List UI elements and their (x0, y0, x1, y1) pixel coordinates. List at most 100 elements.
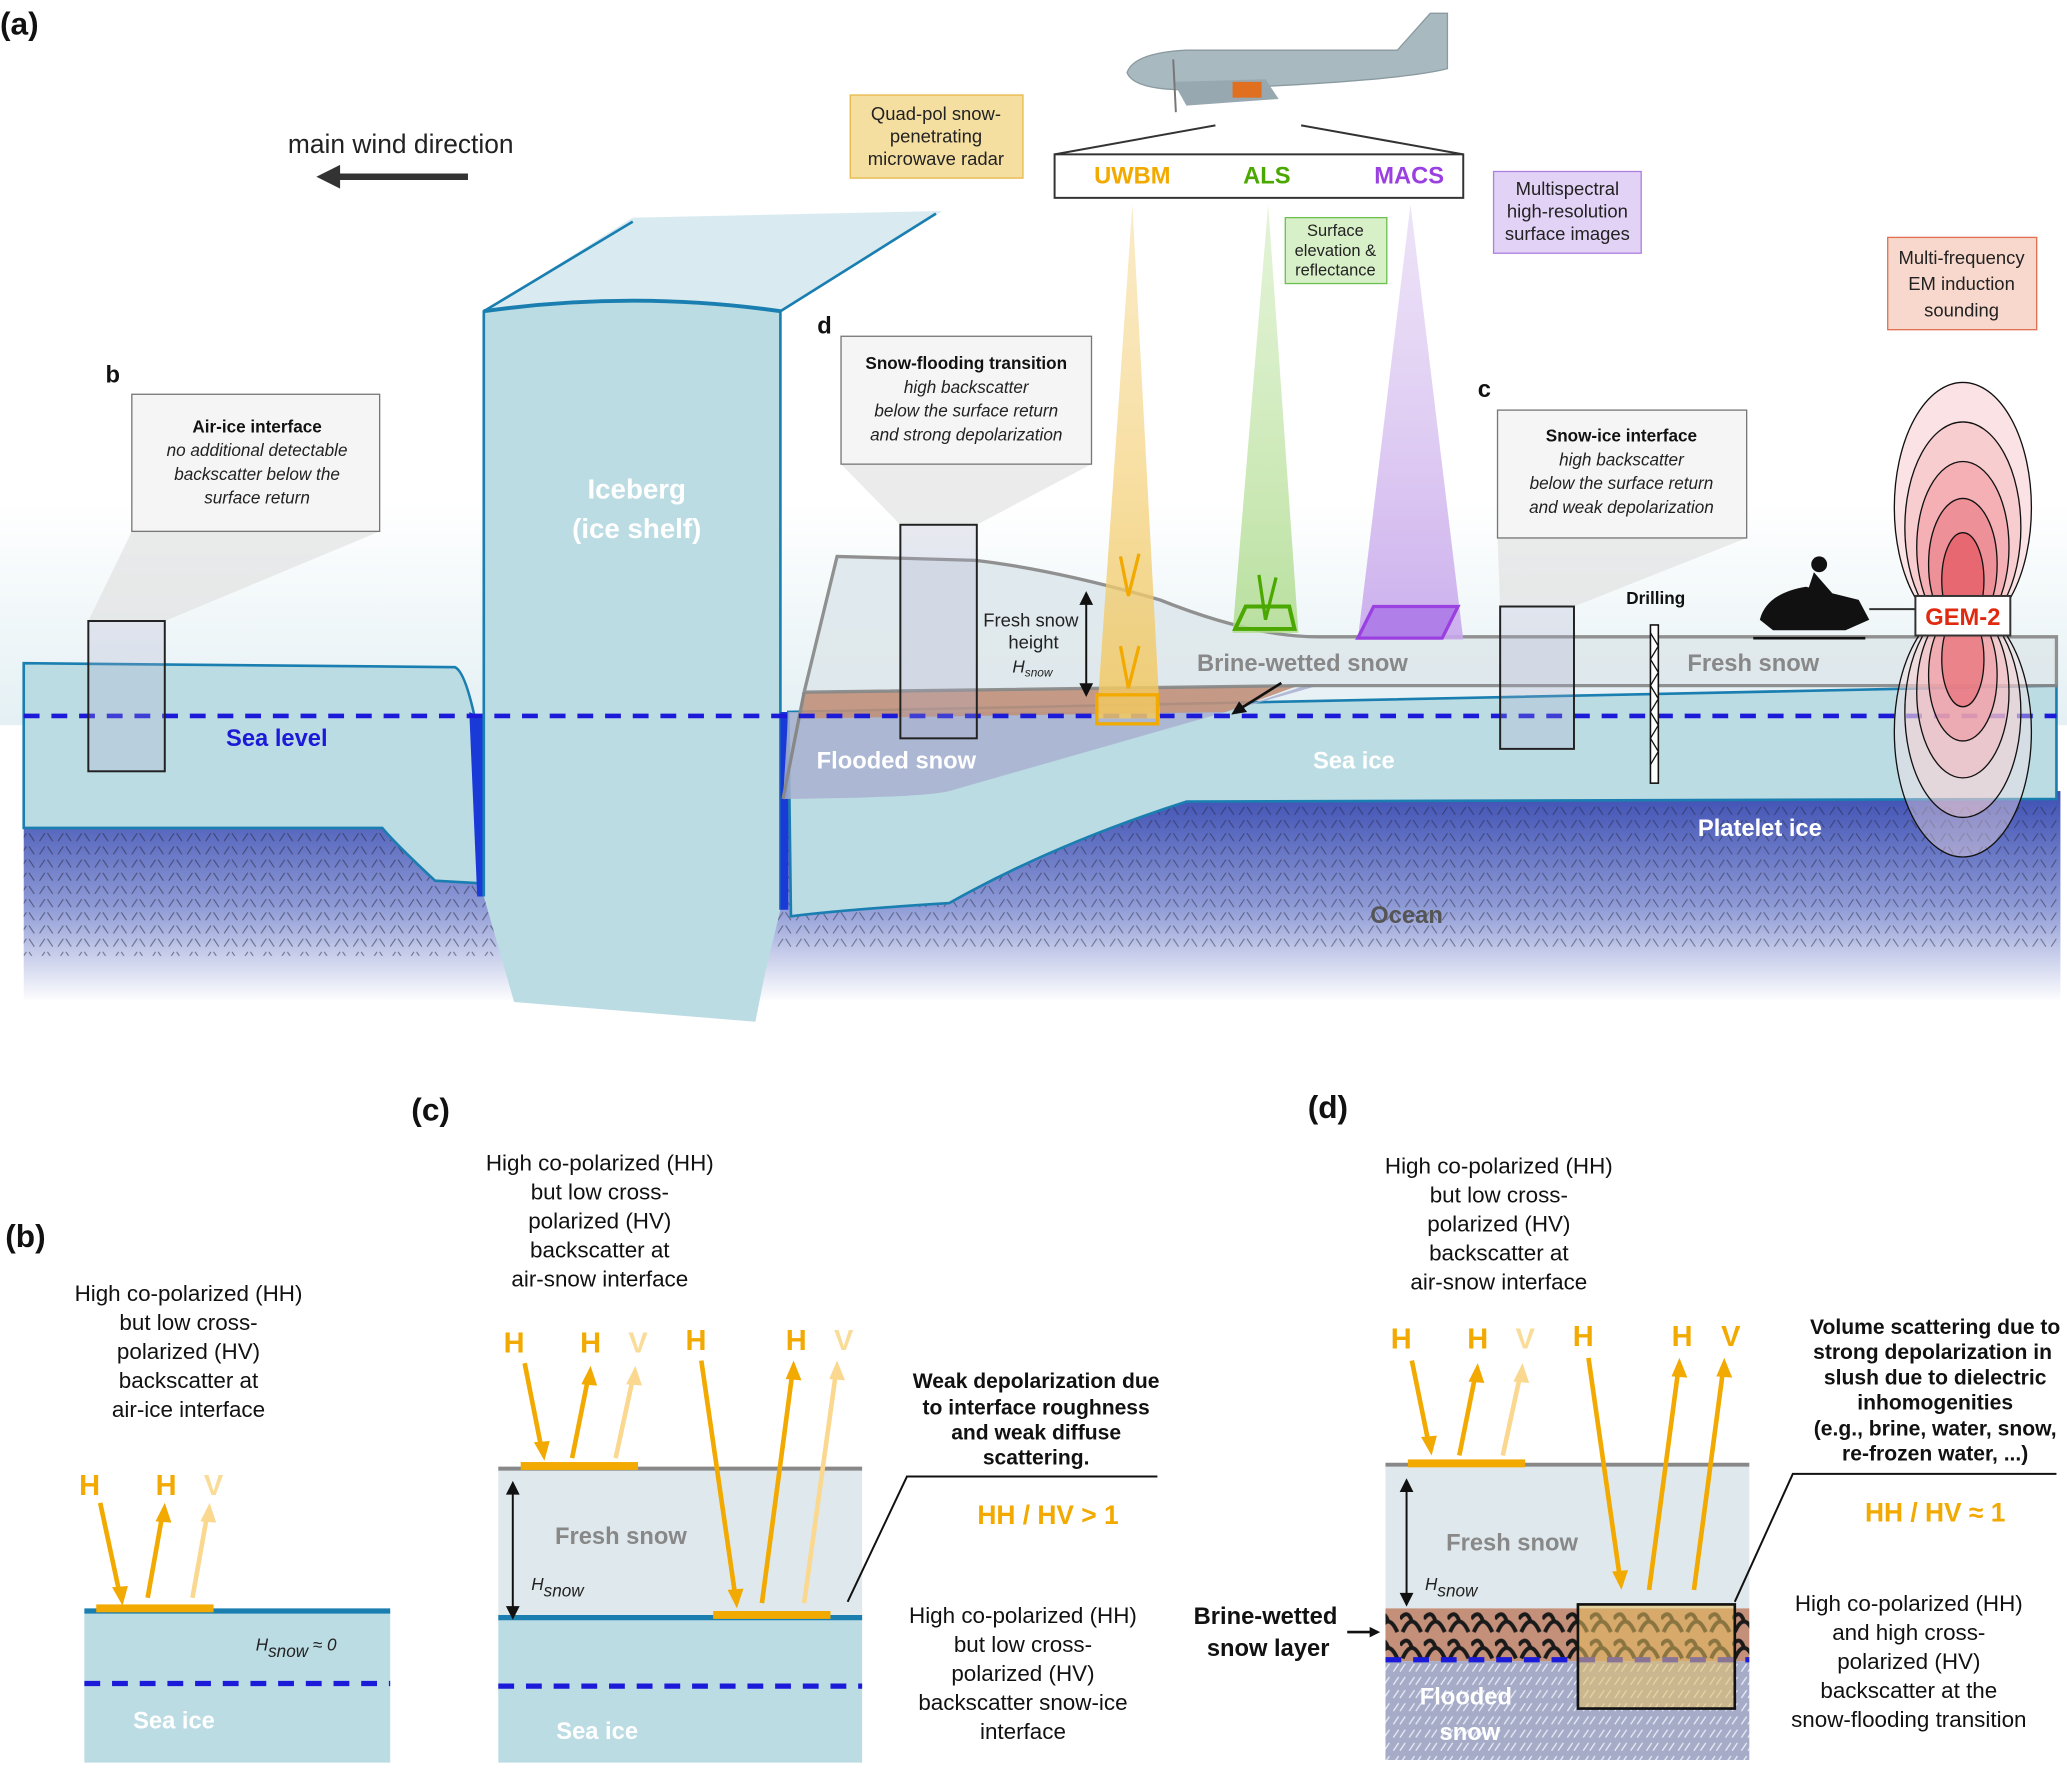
radar-info-text: penetrating (890, 125, 982, 146)
snow-height-symbol: Hsnow (1012, 656, 1053, 679)
panel-c-description: air-snow interface (511, 1267, 688, 1292)
panel-a-label: (a) (0, 5, 39, 41)
callout-b-region (87, 620, 166, 773)
callout-d-text: and strong depolarization (870, 424, 1062, 444)
callout-b-text: surface return (204, 488, 310, 508)
callout-b-tag: b (105, 362, 119, 388)
als-label: ALS (1243, 163, 1290, 189)
callout-c-text: below the surface return (1530, 473, 1714, 493)
panel-b-description: backscatter at (119, 1368, 259, 1393)
brine-layer-label: snow layer (1207, 1636, 1330, 1662)
panel-d-flooded-label: Flooded (1420, 1685, 1512, 1711)
panel-c-description: High co-polarized (HH) (486, 1151, 714, 1176)
pol-label-h: H (1573, 1321, 1594, 1353)
volume-scattering-region (1576, 1603, 1737, 1710)
brine-layer-label: Brine-wetted (1194, 1604, 1338, 1630)
callout-d-region (899, 523, 978, 740)
panel-c-bottom-text: backscatter snow-ice (918, 1690, 1127, 1715)
panel-d-fresh-snow-label: Fresh snow (1446, 1530, 1578, 1556)
em-field-lobes-icon (1893, 381, 2033, 858)
callout-b-box (131, 393, 381, 533)
macs-info-box (1492, 170, 1642, 254)
pol-label-v: V (834, 1325, 854, 1357)
macs-info-text: high-resolution (1507, 201, 1628, 222)
drill-icon (1649, 624, 1660, 784)
iceberg-top (483, 211, 943, 312)
pol-label-h: H (786, 1325, 807, 1357)
snow-height-label: Fresh snow (983, 609, 1079, 630)
panel-d-note: slush due to dielectric (1824, 1366, 2047, 1389)
panel-d-flooded-label: snow (1440, 1720, 1501, 1746)
callout-b-text: no additional detectable (167, 440, 348, 460)
snow-height-label: height (1008, 632, 1058, 653)
em-info-text: Multi-frequency (1899, 247, 2026, 268)
panel-c-fresh-snow-label: Fresh snow (555, 1524, 687, 1550)
panel-d-description: backscatter at (1429, 1240, 1569, 1265)
backscatter-arrows-icon (97, 1502, 217, 1606)
panel-c-description: backscatter at (530, 1238, 670, 1263)
panel-c-bottom-text: interface (980, 1719, 1066, 1744)
iceberg (483, 300, 781, 1022)
panel-d-note: strong depolarization in (1813, 1341, 2052, 1364)
surface-footprint (96, 1604, 214, 1613)
snowmobile-icon (1753, 556, 1870, 640)
em-info-box (1887, 236, 2038, 331)
panel-d-ratio: HH / HV ≈ 1 (1865, 1497, 2005, 1527)
pol-label-h: H (580, 1328, 601, 1360)
panel-d-bottom-text: High co-polarized (HH) (1795, 1591, 2023, 1616)
panel-b-description: High co-polarized (HH) (75, 1281, 303, 1306)
callout-c-tag: c (1478, 377, 1491, 403)
panel-c-bottom-text: but low cross- (954, 1632, 1092, 1657)
em-info-text: EM induction (1908, 273, 2015, 294)
panel-c-note: and weak diffuse (951, 1422, 1121, 1445)
wind-arrow-icon (316, 164, 468, 189)
pol-label-v: V (1516, 1324, 1536, 1356)
panel-d-note: Volume scattering due to (1810, 1316, 2060, 1339)
pol-label-v: V (628, 1328, 648, 1360)
callout-b-title: Air-ice interface (192, 417, 321, 437)
callout-c-region (1499, 605, 1575, 750)
callout-c-text: and weak depolarization (1529, 497, 1714, 517)
panel-c-label: (c) (411, 1092, 450, 1128)
callout-b-text: backscatter below the (174, 464, 340, 484)
panel-c-fresh-snow (498, 1469, 863, 1618)
panel-a: (a) Iceberg (ice shelf) main wind direct… (0, 5, 2067, 1022)
callout-d-title: Snow-flooding transition (865, 353, 1067, 373)
backscatter-arrows-icon (522, 1360, 845, 1609)
instrument-panel (1053, 153, 1465, 199)
pol-label-v: V (204, 1470, 224, 1502)
panel-c-description: but low cross- (531, 1180, 669, 1205)
iceberg-edge-left (469, 711, 484, 897)
radar-info-box (849, 94, 1024, 179)
panel-d: (d) High co-polarized (HH) but low cross… (1194, 1089, 2060, 1760)
radar-info-text: Quad-pol snow- (871, 103, 1001, 124)
uwbm-footprint (1095, 693, 1160, 726)
hsnow-symbol: Hsnow (531, 1574, 585, 1601)
callout-d-tag: d (817, 314, 832, 340)
brine-wetted-snow-label: Brine-wetted snow (1197, 651, 1408, 677)
iceberg-label: Iceberg (587, 473, 685, 504)
panel-d-note: (e.g., brine, water, snow, (1814, 1418, 2057, 1441)
panel-d-bottom-text: snow-flooding transition (1791, 1707, 2026, 1732)
brine-pointer-arrow-icon (1231, 681, 1283, 715)
hsnow-zero: Hsnow ≈ 0 (256, 1635, 337, 1662)
sea-level-label: Sea level (226, 726, 328, 752)
macs-info-text: Multispectral (1516, 178, 1620, 199)
uwbm-label: UWBM (1094, 163, 1170, 189)
macs-info-text: surface images (1505, 223, 1630, 244)
fresh-snow-label: Fresh snow (1687, 651, 1819, 677)
callout-d-text: high backscatter (904, 377, 1030, 397)
panel-b-description: but low cross- (119, 1310, 257, 1335)
macs-footprint (1355, 604, 1461, 640)
wind-direction-label: main wind direction (288, 129, 514, 159)
panel-d-bottom-text: backscatter at the (1820, 1678, 1997, 1703)
radar-info-text: microwave radar (868, 148, 1004, 169)
panel-b-sea-ice (84, 1611, 391, 1763)
pol-label-h: H (1391, 1324, 1412, 1356)
als-info-box (1284, 216, 1388, 285)
platelet-ice-label: Platelet ice (1698, 816, 1822, 842)
panel-c-ratio: HH / HV > 1 (977, 1500, 1118, 1530)
panel-d-note: inhomogenities (1857, 1391, 2013, 1414)
callout-d-box (840, 335, 1093, 465)
